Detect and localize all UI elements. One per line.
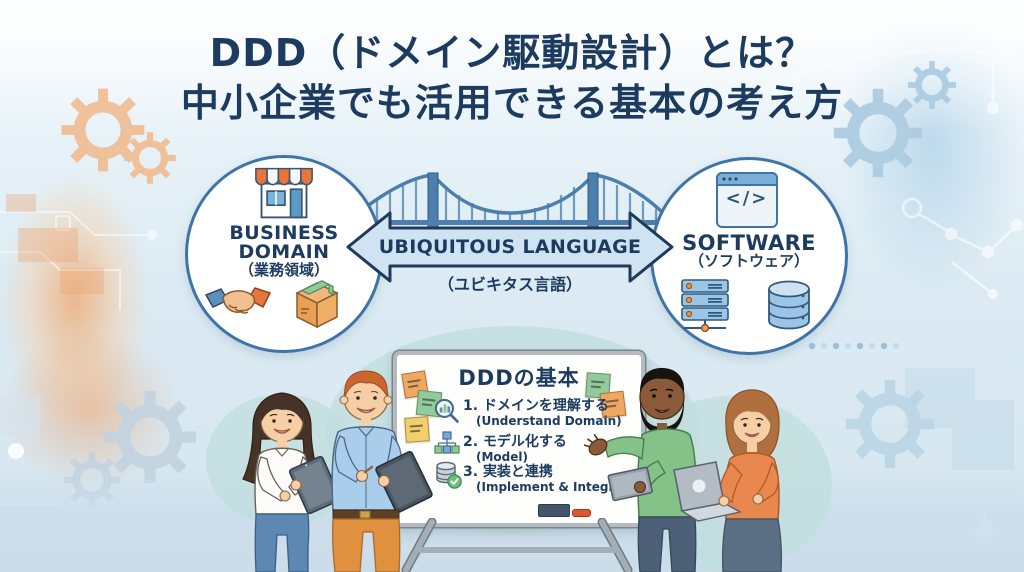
belt-buckle xyxy=(359,510,371,519)
bridge-deck xyxy=(350,220,670,225)
hierarchy-icon xyxy=(434,431,460,454)
hand-pointing xyxy=(355,469,369,483)
hair-fringe xyxy=(733,402,770,423)
item-1-title-ja: ドメインを理解する xyxy=(482,398,609,414)
item-3-title-en: (Implement & Integrate) xyxy=(476,480,642,494)
pants xyxy=(637,516,697,572)
item-2-title-en: (Model) xyxy=(476,450,528,464)
skirt xyxy=(721,518,783,572)
circuit-traces-right xyxy=(699,49,1024,300)
hair xyxy=(640,368,685,392)
code-window-icon xyxy=(716,172,778,228)
hand-open-palm xyxy=(583,434,608,456)
item-3-number: 3. xyxy=(463,464,479,480)
package-box-icon xyxy=(295,280,339,329)
item-3-title-ja: 実装と連携 xyxy=(482,464,553,480)
storefront-icon xyxy=(255,167,313,219)
software-circle: </> SOFTWARE （ソフトウェア） xyxy=(650,157,848,355)
bridge-cable xyxy=(350,173,670,220)
double-headed-arrow xyxy=(346,211,674,283)
laptop-logo xyxy=(692,479,706,493)
tablet xyxy=(375,450,433,514)
whiteboard-title: DDDの基本 xyxy=(458,366,580,390)
person-man-green-sweater xyxy=(583,368,697,572)
item-1-title-en: (Understand Domain) xyxy=(476,414,622,428)
hand xyxy=(290,479,302,491)
page-title: DDD（ドメイン駆動設計）とは？ 中小企業でも活用できる基本の考え方 xyxy=(0,28,1024,128)
whiteboard-item-3: 3. 実装と連携 (Implement & Integrate) xyxy=(463,461,642,495)
business-domain-circle: BUSINESS DOMAIN （業務領域） xyxy=(185,155,383,353)
person-man-orange-hair xyxy=(331,370,433,572)
pixel-decor-left xyxy=(6,194,104,294)
database-check-icon xyxy=(436,461,462,489)
item-2-title-ja: モデル化する xyxy=(482,434,567,450)
laptop xyxy=(673,461,742,522)
item-1-number: 1. xyxy=(463,398,479,414)
business-domain-label-1: BUSINESS xyxy=(229,222,339,244)
dot-row-decor xyxy=(808,342,900,350)
item-2-number: 2. xyxy=(463,434,479,450)
business-domain-label-2: DOMAIN xyxy=(238,241,330,263)
person-woman-dark-hair xyxy=(242,392,342,572)
laptop-base xyxy=(680,502,742,522)
hand xyxy=(377,474,391,488)
hand xyxy=(279,490,291,502)
hand xyxy=(633,480,647,494)
magnifier-chart-icon xyxy=(434,398,459,423)
ubiquitous-language-label-ja: （ユビキタス言語） xyxy=(437,275,582,294)
square-decor-right xyxy=(905,368,1014,470)
whiteboard-eraser xyxy=(538,504,570,517)
hand xyxy=(752,493,764,505)
handshake-icon xyxy=(205,287,271,314)
beard xyxy=(639,399,685,434)
jeans xyxy=(254,513,310,572)
database-icon xyxy=(768,280,810,330)
page-title-line-1: DDD（ドメイン駆動設計）とは？ xyxy=(209,31,815,75)
pants xyxy=(331,518,401,572)
whiteboard-marker xyxy=(572,509,591,517)
whiteboard-stand xyxy=(401,518,633,572)
software-label: SOFTWARE xyxy=(682,231,816,255)
hair-front xyxy=(260,395,304,423)
server-rack-icon xyxy=(681,279,729,333)
circuit-traces-left xyxy=(0,211,157,310)
person-woman-orange-top xyxy=(673,389,783,572)
whiteboard-item-1: 1. ドメインを理解する (Understand Domain) xyxy=(463,395,622,429)
suspension-bridge-icon xyxy=(350,172,670,232)
whiteboard-item-2: 2. モデル化する (Model) xyxy=(463,431,567,465)
page-title-line-2: 中小企業でも活用できる基本の考え方 xyxy=(180,81,844,126)
hand xyxy=(718,495,730,507)
code-glyph: </> xyxy=(725,188,769,209)
ubiquitous-language-label: UBIQUITOUS LANGUAGE xyxy=(378,236,642,258)
software-label-ja: （ソフトウェア） xyxy=(688,252,809,270)
business-domain-label-ja: （業務領域） xyxy=(238,261,329,279)
arm-raised xyxy=(603,436,645,461)
arm-left xyxy=(717,461,743,503)
